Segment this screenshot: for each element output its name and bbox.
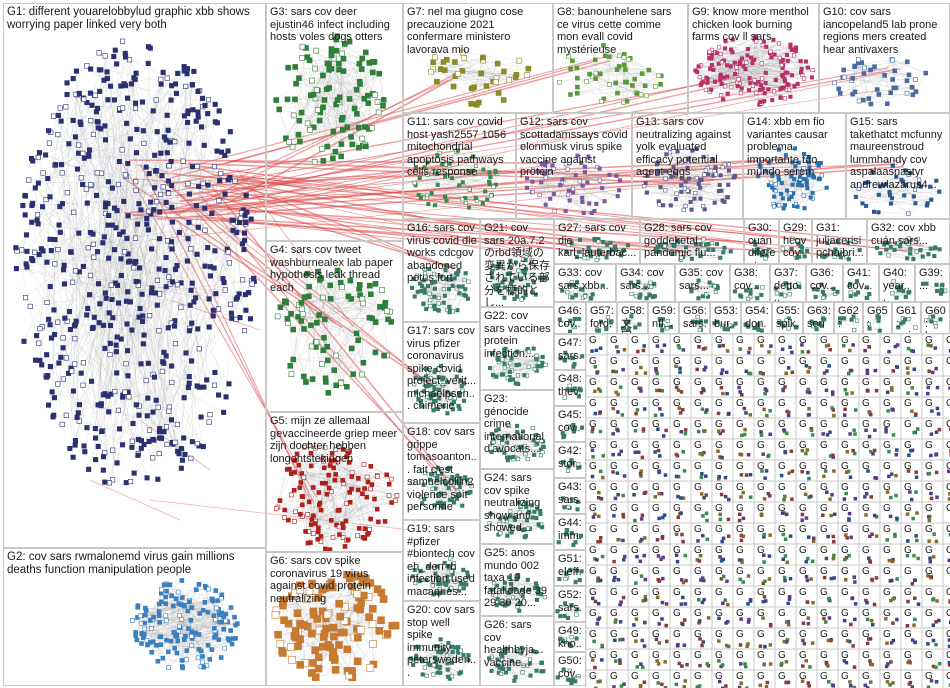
network-graph: G1: different youarelobbylud graphic xbb… [0,0,950,688]
